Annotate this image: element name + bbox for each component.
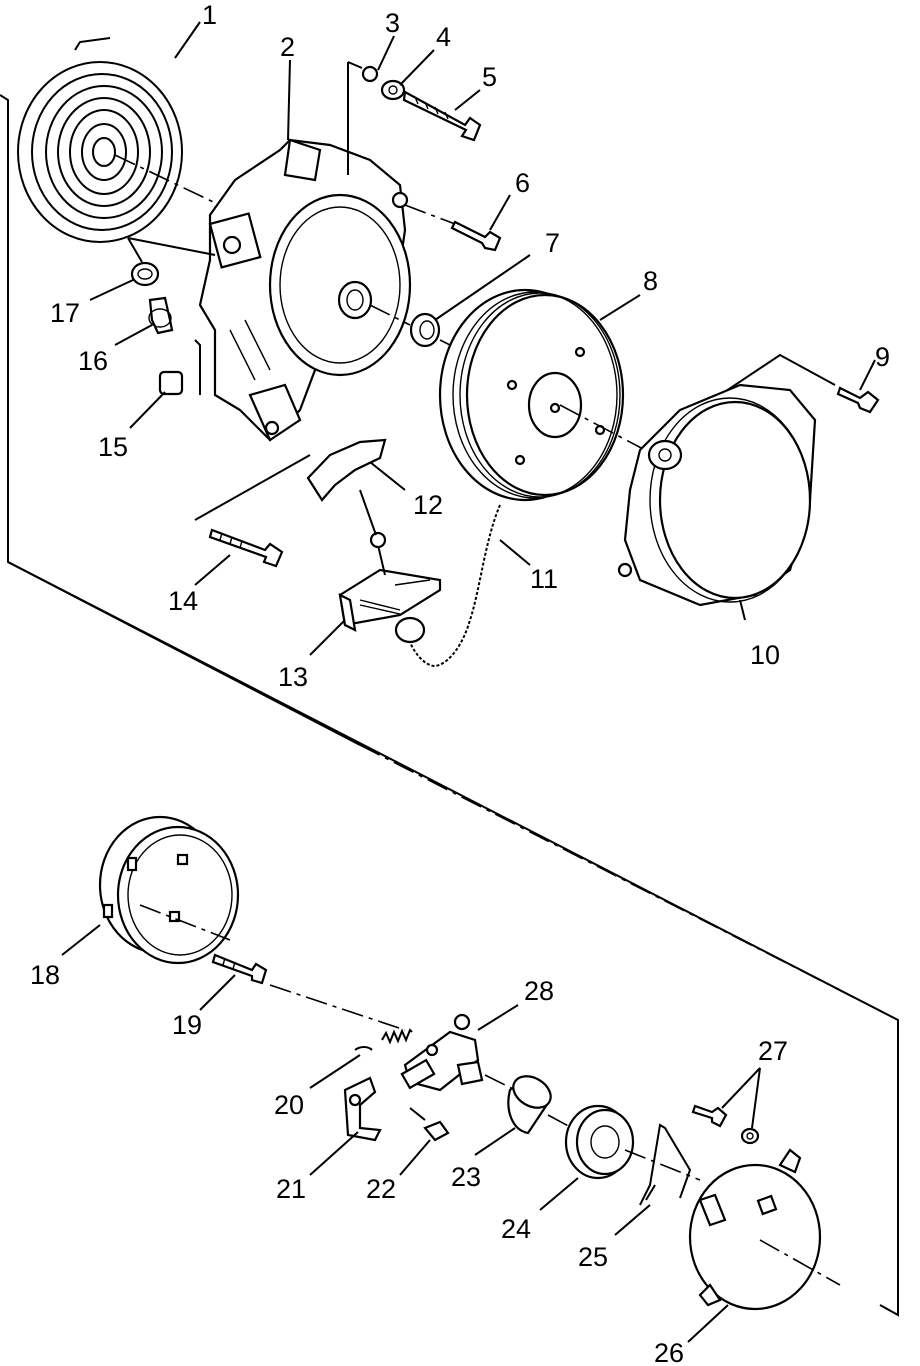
cup-part — [98, 815, 240, 965]
starter-housing-part — [198, 138, 412, 442]
label-4: 4 — [436, 22, 451, 52]
label-25: 25 — [578, 1242, 608, 1272]
handle-part — [338, 489, 442, 644]
label-20: 20 — [274, 1090, 304, 1120]
recoil-spring-part — [17, 37, 231, 243]
label-19: 19 — [172, 1010, 202, 1040]
label-26: 26 — [654, 1338, 684, 1366]
pawl-part — [343, 1076, 382, 1142]
label-3: 3 — [385, 8, 400, 38]
label-22: 22 — [366, 1174, 396, 1204]
label-17: 17 — [50, 298, 80, 328]
bushing-bolt-washer-parts — [127, 237, 216, 396]
label-11: 11 — [530, 564, 558, 594]
assembly-bracket-lines — [0, 94, 899, 1317]
ratchet-assembly-part — [400, 1013, 516, 1092]
plate-part — [688, 1148, 841, 1311]
screw-6-part — [404, 204, 502, 252]
label-21: 21 — [276, 1174, 306, 1204]
screw-and-washer-part — [691, 1104, 760, 1145]
drum-part — [507, 1075, 586, 1136]
label-2: 2 — [280, 32, 295, 62]
pin-part — [409, 1107, 450, 1142]
label-6: 6 — [515, 168, 530, 198]
label-24: 24 — [501, 1214, 531, 1244]
label-27: 27 — [758, 1036, 788, 1066]
seal-24-part — [564, 1104, 701, 1181]
spring-20-part — [354, 1028, 413, 1051]
bolt-19-part — [211, 953, 406, 1031]
spring-25-part — [639, 1123, 692, 1206]
label-15: 15 — [98, 432, 128, 462]
rope-pulley-part — [438, 288, 646, 502]
label-14: 14 — [168, 586, 198, 616]
label-9: 9 — [875, 342, 890, 372]
label-8: 8 — [643, 266, 658, 296]
screw-9-part — [719, 353, 880, 414]
cover-part — [617, 383, 817, 607]
label-13: 13 — [278, 662, 308, 692]
label-28: 28 — [524, 976, 554, 1006]
label-16: 16 — [78, 346, 108, 376]
pad-part — [306, 438, 387, 502]
label-12: 12 — [413, 490, 443, 520]
part-number-labels: 1 2 3 4 5 6 7 8 9 10 11 12 13 14 15 16 1… — [30, 0, 890, 1366]
label-7: 7 — [545, 228, 560, 258]
label-23: 23 — [451, 1162, 481, 1192]
bolt-14-part — [194, 454, 311, 568]
leader-lines — [61, 21, 876, 1343]
label-1: 1 — [202, 0, 217, 30]
seal-7-part — [369, 304, 471, 356]
nut-washer-bolt-parts — [347, 61, 482, 175]
label-10: 10 — [750, 640, 780, 670]
label-5: 5 — [482, 62, 497, 92]
label-18: 18 — [30, 960, 60, 990]
rope-part — [404, 504, 501, 667]
